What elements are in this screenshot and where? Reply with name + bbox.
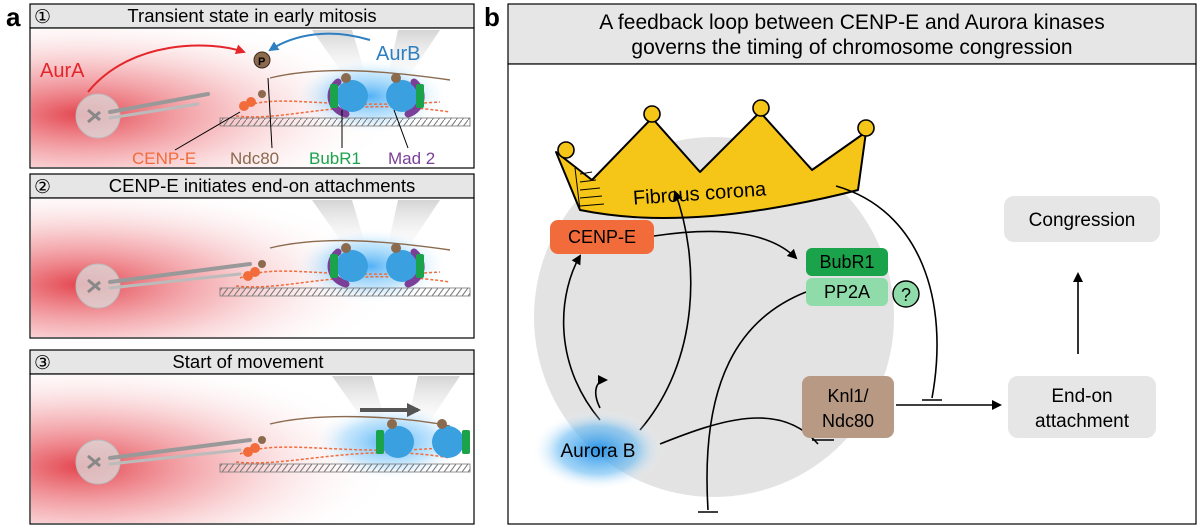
microtubule-b-2	[108, 272, 242, 290]
ndc80-blob-right-2	[391, 243, 401, 253]
microtubule-a-1	[108, 92, 210, 114]
ndc80-blob-tip-3	[258, 436, 266, 444]
sister-kinetochore-left-3	[382, 426, 414, 458]
node-aurora-b-label: Aurora B	[561, 441, 636, 462]
cenpe-motor-b-2	[250, 267, 260, 277]
ndc80-blob-left-1	[341, 73, 351, 83]
aurorab-to-cenpe-arrow	[562, 254, 601, 421]
centrosome-3	[75, 439, 121, 485]
microtubule-track-3	[219, 463, 471, 473]
cenpe-label: CENP-E	[132, 149, 196, 168]
ndc80-fiber-2	[269, 239, 451, 251]
microtubule-b-3	[108, 448, 242, 466]
corona-inhibits-attachment	[835, 185, 938, 399]
panel-b-header	[507, 3, 1197, 65]
fibrous-corona-crown: Fibrous corona	[555, 99, 875, 219]
question-badge: ?	[892, 280, 920, 308]
node-bubr1: BubR1	[806, 248, 888, 276]
bubr1-label: BubR1	[309, 149, 361, 168]
microtubule-track-2	[219, 287, 471, 297]
sister-kinetochore-right-1	[386, 80, 418, 112]
ndc80-blob-left-2	[341, 243, 351, 253]
panel-b-letter: b	[484, 2, 500, 32]
bubr1-right-1	[416, 84, 424, 108]
node-pp2a-label: PP2A	[824, 282, 870, 302]
aurorab-self-arrow	[594, 375, 608, 409]
node-aurora-b: Aurora B	[532, 410, 664, 490]
row-3-title: Start of movement	[172, 351, 323, 372]
row-1-labels: AurA AurB P CENP-E Ndc80 BubR1 Mad 2	[40, 32, 435, 168]
aurb-arrow	[268, 32, 371, 52]
phospho-icon	[253, 51, 271, 69]
node-cenpe: CENP-E	[550, 220, 654, 254]
sister-kinetochore-right-3	[432, 426, 464, 458]
bubr1-inhibits-aurorab	[706, 291, 807, 511]
microtubule-a-2	[108, 262, 252, 284]
ndc80-fiber-3	[269, 415, 451, 427]
bubr1-right-3	[462, 430, 470, 454]
microtubule-b-1	[108, 102, 200, 120]
ndc80-blob-right-3	[437, 419, 447, 429]
corona-fiber-b-3	[235, 452, 451, 464]
row-3-number: ③	[34, 352, 51, 374]
question-label: ?	[901, 285, 911, 305]
row-2-number: ②	[34, 176, 51, 198]
row-1-title: Transient state in early mitosis	[127, 5, 376, 26]
panel-b-title-line-1: A feedback loop between CENP-E and Auror…	[599, 11, 1104, 34]
microtubule-a-3	[108, 438, 252, 460]
bubr1-left-2	[330, 254, 338, 278]
centrosome-2	[75, 263, 121, 309]
microtubule-track-1	[219, 117, 471, 127]
ndc80-blob-right-1	[391, 73, 401, 83]
bubr1-left-1	[330, 84, 338, 108]
aura-label: AurA	[40, 60, 85, 82]
bubr1-right-2	[416, 254, 424, 278]
row-2-title: CENP-E initiates end-on attachments	[109, 175, 415, 196]
aura-arrow	[87, 44, 246, 93]
aurb-label: AurB	[376, 43, 420, 65]
ndc80-blob-left-3	[387, 419, 397, 429]
sister-kinetochore-left-1	[336, 80, 368, 112]
aurorab-to-corona-arrow	[639, 190, 692, 431]
ndc80-label: Ndc80	[230, 149, 279, 168]
sister-kinetochore-right-2	[386, 250, 418, 282]
node-cenpe-label: CENP-E	[568, 227, 636, 247]
ndc80-blob-tip-1	[258, 90, 266, 98]
ndc80-fiber-1	[269, 69, 451, 81]
node-knl1-line-1: Knl1/	[827, 386, 868, 406]
panel-a-letter: a	[6, 2, 21, 32]
bubr1-left-3	[376, 430, 384, 454]
node-congression: Congression	[1004, 196, 1160, 242]
kinetochore-scenes	[75, 30, 471, 485]
centriole-icon-3	[87, 454, 101, 470]
centriole-icon-1	[87, 108, 101, 124]
mad2-label: Mad 2	[388, 149, 435, 168]
node-knl1-line-2: Ndc80	[822, 411, 874, 431]
centriole-icon-2	[87, 278, 101, 294]
node-pp2a: PP2A	[806, 278, 888, 306]
node-knl1-ndc80: Knl1/ Ndc80	[802, 376, 894, 438]
cenpe-motor-b-3	[250, 443, 260, 453]
ndc80-blob-tip-2	[258, 260, 266, 268]
cenpe-motor-b-1	[246, 97, 256, 107]
node-endon-line-2: attachment	[1035, 411, 1130, 432]
node-end-on-attachment: End-on attachment	[1008, 376, 1156, 438]
row-1-number: ①	[34, 6, 51, 28]
node-congression-label: Congression	[1029, 210, 1136, 231]
node-endon-line-1: End-on	[1051, 386, 1112, 407]
phospho-label: P	[258, 56, 265, 68]
cenpe-to-bubr1-arrow	[653, 230, 798, 260]
node-bubr1-label: BubR1	[819, 252, 874, 272]
panel-b-title-line-2: governs the timing of chromosome congres…	[631, 36, 1072, 59]
sister-kinetochore-left-2	[336, 250, 368, 282]
